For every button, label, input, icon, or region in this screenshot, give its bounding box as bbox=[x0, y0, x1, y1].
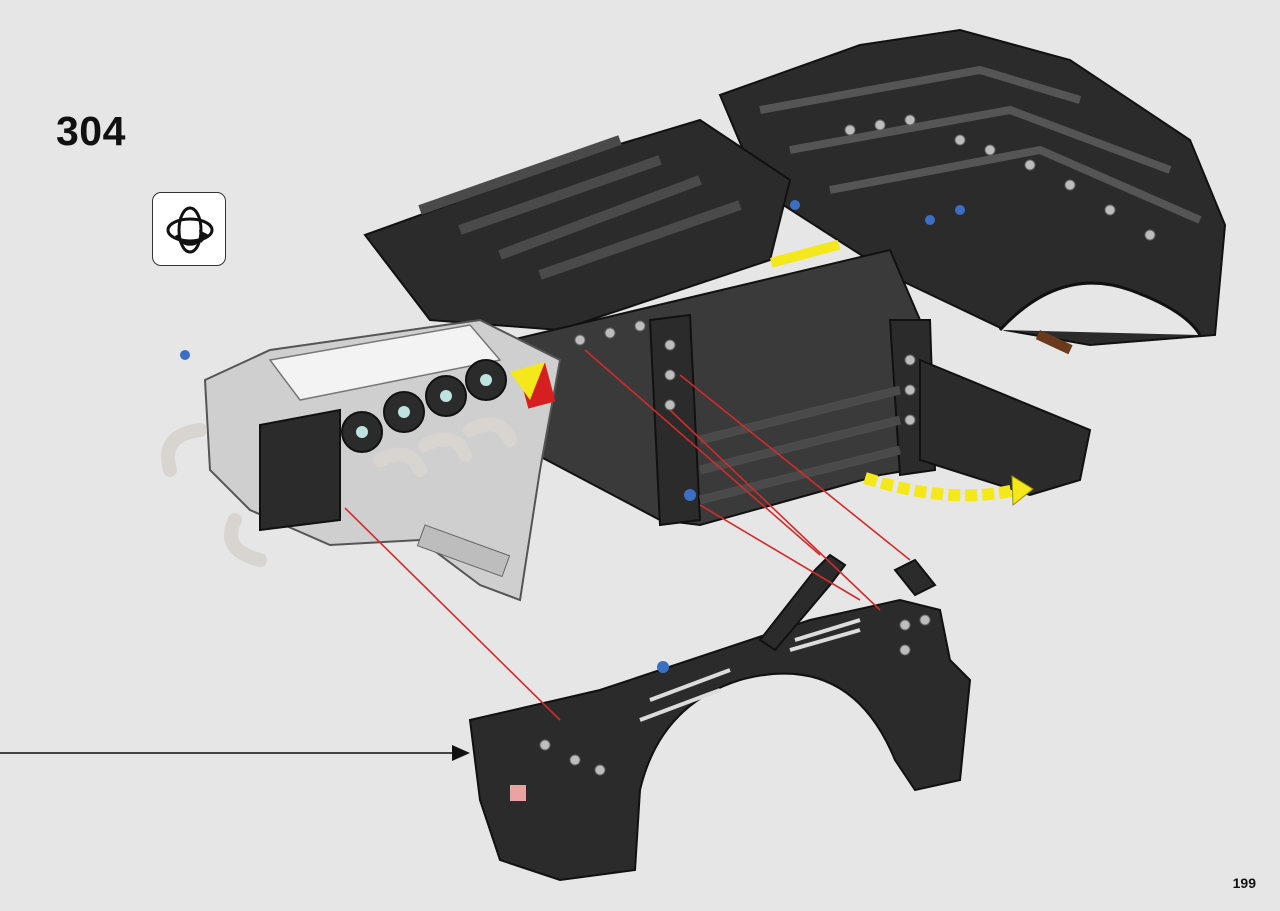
rotate-model-indicator bbox=[152, 192, 226, 266]
rear-chassis-section bbox=[718, 28, 1227, 355]
assembly-callout-lines bbox=[344, 349, 911, 721]
page-number: 199 bbox=[1232, 875, 1256, 891]
central-chassis-frame bbox=[180, 118, 1092, 527]
rotation-arrow bbox=[863, 472, 1034, 507]
pointer-arrow bbox=[0, 745, 470, 761]
front-body-section bbox=[468, 598, 972, 882]
rotate-model-icon bbox=[166, 206, 214, 254]
step-number: 304 bbox=[56, 108, 126, 154]
engine-assembly bbox=[161, 318, 562, 602]
